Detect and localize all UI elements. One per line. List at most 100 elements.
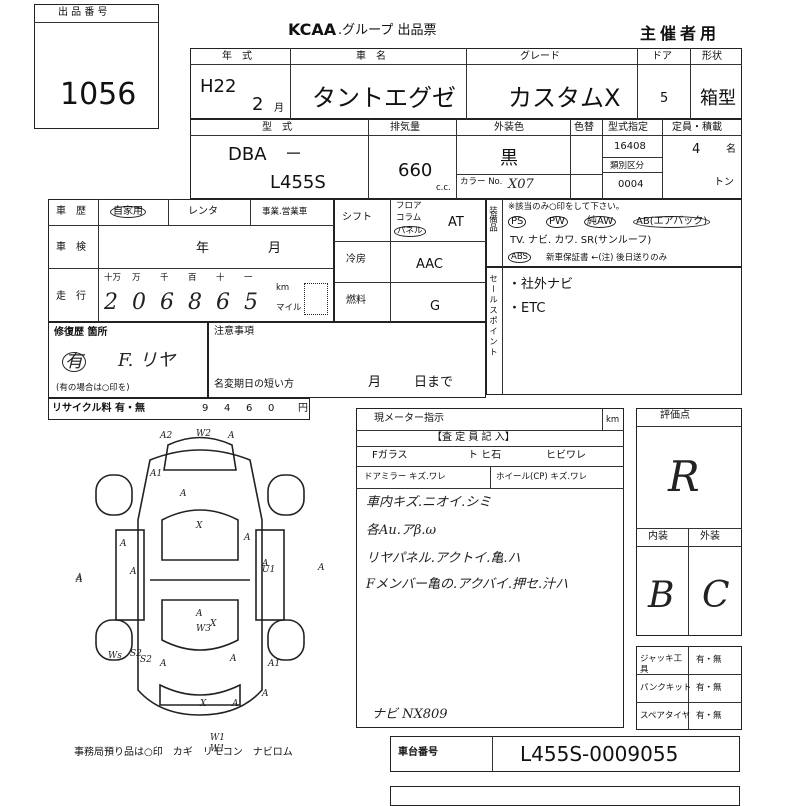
v1: [290, 48, 291, 119]
brand-logo: KCAA: [288, 20, 337, 39]
mile-unit: マイル: [276, 303, 302, 313]
repair-place: F. リヤ: [118, 350, 176, 371]
drive-table: [334, 199, 486, 322]
hh2: [48, 268, 334, 269]
sv4: [602, 119, 603, 199]
hv1: [98, 199, 99, 322]
damage-mark-6: A: [76, 573, 83, 583]
car-name: タントエグゼ: [312, 84, 456, 112]
spv1: [502, 267, 503, 395]
damage-mark-23: X: [210, 619, 217, 629]
inspector-box: [356, 408, 624, 728]
notes-box: [208, 322, 486, 398]
ac-value: AAC: [416, 257, 443, 272]
wheel-label: ホイール(CP) キズ.ワレ: [496, 472, 588, 482]
damage-mark-20: X: [200, 699, 207, 709]
ac-label: 冷房: [346, 254, 366, 265]
recycle-digit-0: 9: [202, 403, 209, 414]
equipment-item-1: PW: [546, 216, 568, 228]
shift-value: AT: [448, 215, 464, 230]
spare-value: 有・無: [696, 711, 722, 721]
hh1: [48, 225, 334, 226]
mileage-unit-0: 十万: [104, 273, 122, 283]
color2-label: 色替: [574, 122, 594, 133]
private-use: 自家用: [110, 206, 146, 218]
sales-item-2: ・ETC: [508, 301, 546, 316]
fuel-value: G: [430, 299, 441, 314]
sales-item-1: ・社外ナビ: [508, 277, 574, 292]
cap-unit: 名: [726, 144, 736, 155]
year-label: 年 式: [222, 51, 252, 62]
color-no-label: カラー No.: [460, 177, 503, 187]
damage-mark-0: A2: [160, 431, 173, 441]
ev1: [502, 199, 503, 267]
inspector-label: 【査 定 員 記 入】: [432, 432, 515, 443]
mileage-unit-1: 万: [132, 273, 141, 283]
damage-mark-9: A: [262, 559, 269, 569]
tv1: [688, 646, 689, 730]
damage-mark-14: Ws: [108, 651, 122, 661]
fuel-label: 燃料: [346, 295, 366, 306]
damage-mark-15: S2: [140, 655, 152, 665]
damage-mark-4: A: [120, 539, 127, 549]
equipment-row2: TV. ナビ. カワ. SR(サンルーフ): [510, 235, 652, 246]
damage-mark-8: A: [244, 533, 251, 543]
damage-mark-16: A: [230, 654, 237, 664]
type-no: 16408: [614, 141, 646, 152]
shape-label: 形状: [702, 51, 722, 62]
type-split2: [602, 172, 662, 173]
capacity: 4: [692, 142, 701, 157]
mileage-label: 走 行: [56, 291, 86, 302]
equipment-item-3: AB(エアバック): [633, 216, 711, 228]
v3: [637, 48, 638, 119]
equipment-label: 装備品: [487, 206, 498, 232]
iv2: [602, 408, 603, 430]
interior-rating: B: [648, 575, 675, 616]
notes-label: 注意事項: [214, 326, 254, 337]
shift-floor: フロア: [396, 201, 422, 211]
v2: [466, 48, 467, 119]
jack-label: ジャッキ工具: [640, 654, 683, 675]
interior-label: 内装: [648, 531, 668, 542]
rh1: [636, 426, 742, 427]
glass-crack: ヒビワレ: [546, 450, 586, 461]
color-label: 外装色: [494, 122, 524, 133]
mileage-digit-5: 5: [244, 290, 258, 315]
grade-label: グレード: [520, 51, 560, 62]
doors-value: 5: [660, 91, 669, 106]
equipment-item-0: PS: [508, 216, 527, 228]
iv1: [490, 466, 491, 488]
rename-day: 日まで: [414, 375, 454, 390]
mileage-digit-2: 6: [160, 290, 174, 315]
damage-mark-17: A1: [268, 659, 281, 669]
mileage-digit-0: 2: [104, 290, 118, 315]
glass-label: Fガラス: [372, 450, 408, 461]
inspector-note-4: Fメンバー亀の.アクバイ.押セ.汁ハ: [366, 577, 569, 592]
glass-chip: ト ヒ石: [468, 450, 502, 461]
cc-unit: c.c.: [436, 183, 451, 193]
tools-box: [636, 646, 742, 730]
shaken-label: 車 検: [56, 242, 86, 253]
exterior-color: 黒: [500, 148, 518, 169]
chassis-box: [390, 736, 740, 772]
equipment-note: ※該当のみ○印をして下さい。: [508, 202, 625, 212]
spare-label: スペアタイヤ: [640, 711, 691, 721]
recycle-label: リサイクル料 有・無: [52, 403, 145, 414]
mileage-digit-3: 8: [188, 290, 202, 315]
overall-rating: R: [668, 452, 700, 501]
damage-mark-18: A: [262, 689, 269, 699]
lot-number: 1056: [60, 77, 137, 112]
repair-note: (有の場合は○印を): [56, 383, 130, 393]
shaken-year: 年: [196, 241, 210, 256]
damage-mark-5: A: [130, 567, 137, 577]
sv3: [570, 119, 571, 199]
mileage-unit-2: 千: [160, 273, 169, 283]
sv1: [368, 119, 369, 199]
form-title: .グループ 出品票: [338, 23, 437, 38]
cv1: [492, 736, 493, 772]
sv5: [662, 119, 663, 199]
model-line1: DBA －: [228, 144, 303, 165]
th2: [636, 702, 742, 703]
damage-mark-7: X: [196, 521, 203, 531]
recycle-digit-2: 6: [246, 403, 253, 414]
